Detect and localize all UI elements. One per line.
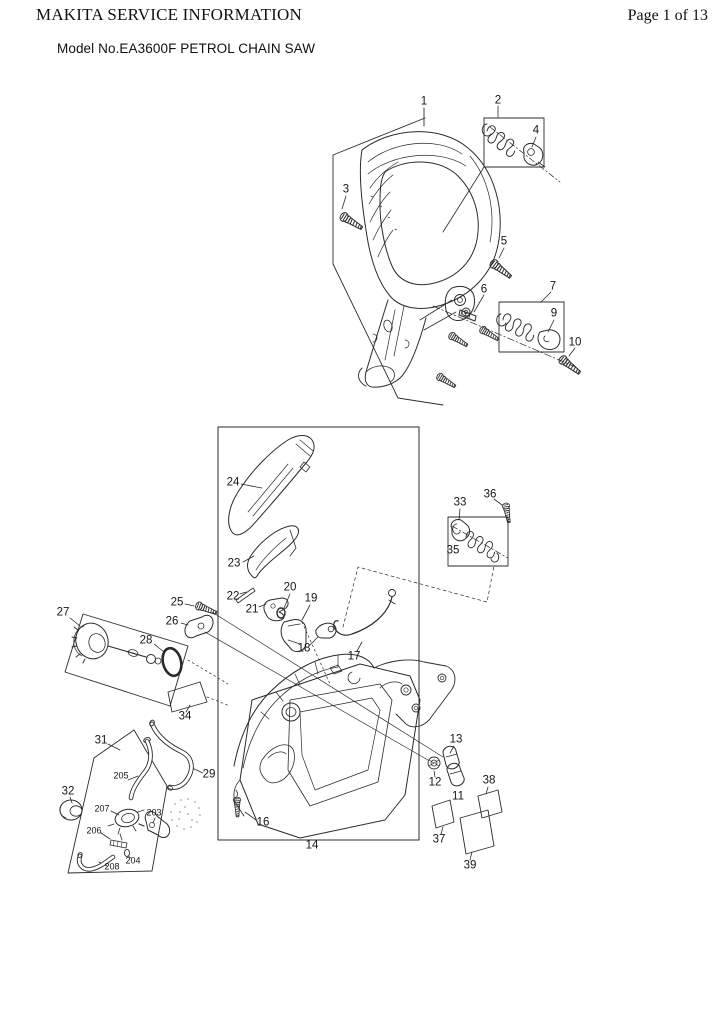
part-label-9: 9 <box>550 307 558 320</box>
part-label-20: 20 <box>283 581 297 594</box>
part-label-18: 18 <box>297 642 311 655</box>
part-label-203: 203 <box>146 807 162 818</box>
part-label-4: 4 <box>532 124 540 137</box>
part-label-28: 28 <box>139 634 153 647</box>
part-label-36: 36 <box>483 488 497 501</box>
phantom-part-stipple <box>170 798 201 830</box>
part-label-11: 11 <box>452 790 464 803</box>
part-label-204: 204 <box>125 855 141 866</box>
spring-box-2 <box>442 105 561 233</box>
part-label-38: 38 <box>482 774 496 787</box>
part-label-2: 2 <box>494 94 502 107</box>
parts-13-12-11 <box>427 745 465 787</box>
part-24-grip-cover <box>228 435 315 536</box>
part-5-screw <box>487 247 514 282</box>
part-label-31: 31 <box>94 734 108 747</box>
part-label-37: 37 <box>432 833 446 846</box>
part-16-screw <box>232 789 257 821</box>
part-label-24: 24 <box>226 476 240 489</box>
main-parts-box <box>217 426 420 841</box>
part-label-208: 208 <box>104 861 120 872</box>
document-title: MAKITA SERVICE INFORMATION <box>36 5 302 24</box>
part-label-3: 3 <box>342 183 350 196</box>
part-label-6: 6 <box>480 283 488 296</box>
part-label-39: 39 <box>463 859 477 872</box>
part-label-17: 17 <box>347 650 361 663</box>
parts-21-20-19-18 <box>258 593 337 685</box>
part-6-studs <box>434 294 501 391</box>
part-10-screw <box>556 347 583 378</box>
part-label-22: 22 <box>226 590 240 603</box>
part-label-34: 34 <box>178 710 192 723</box>
part-label-29: 29 <box>202 768 216 781</box>
part-label-5: 5 <box>500 235 508 248</box>
fuel-line-box-31 <box>67 729 171 874</box>
part-label-19: 19 <box>304 592 318 605</box>
fuel-cap-box-27 <box>64 613 189 707</box>
part-label-35: 35 <box>446 544 460 557</box>
part-23-throttle-lever <box>242 525 299 579</box>
part-label-1: 1 <box>420 95 428 108</box>
part-label-207: 207 <box>94 803 110 814</box>
part-label-26: 26 <box>165 615 179 628</box>
part-label-27: 27 <box>56 606 70 619</box>
part-label-10: 10 <box>568 336 582 349</box>
part-34-film <box>167 659 231 713</box>
fuel-tank-assembly <box>233 653 456 839</box>
part-17-throttle-cable <box>333 589 396 652</box>
part-label-13: 13 <box>449 733 463 746</box>
part-label-16: 16 <box>256 816 270 829</box>
part-label-23: 23 <box>227 557 241 570</box>
top-handle-assembly <box>332 107 579 406</box>
inset-box-33-35 <box>447 498 513 567</box>
part-label-25: 25 <box>170 596 184 609</box>
part-29-hose <box>149 719 204 791</box>
part-3-screw <box>338 195 365 233</box>
part-label-14: 14 <box>305 839 319 852</box>
part-32-grommet <box>59 796 83 821</box>
part-label-21: 21 <box>245 603 259 616</box>
part-label-33: 33 <box>453 496 467 509</box>
page-indicator: Page 1 of 13 <box>627 7 708 24</box>
part-label-32: 32 <box>61 785 75 798</box>
part-label-7: 7 <box>549 280 557 293</box>
part-label-12: 12 <box>428 776 442 789</box>
projection-dashed-lines <box>342 565 495 628</box>
part-label-205: 205 <box>113 770 129 781</box>
part-28-o-ring <box>153 643 183 678</box>
parts-22-25-26 <box>180 587 444 761</box>
brake-spring-box-7 <box>496 291 565 353</box>
page-header: MAKITA SERVICE INFORMATION Page 1 of 13 <box>36 5 708 25</box>
parts-37-38-39-labels <box>431 786 503 861</box>
model-title: Model No.EA3600F PETROL CHAIN SAW <box>57 41 316 56</box>
part-label-206: 206 <box>86 825 102 836</box>
